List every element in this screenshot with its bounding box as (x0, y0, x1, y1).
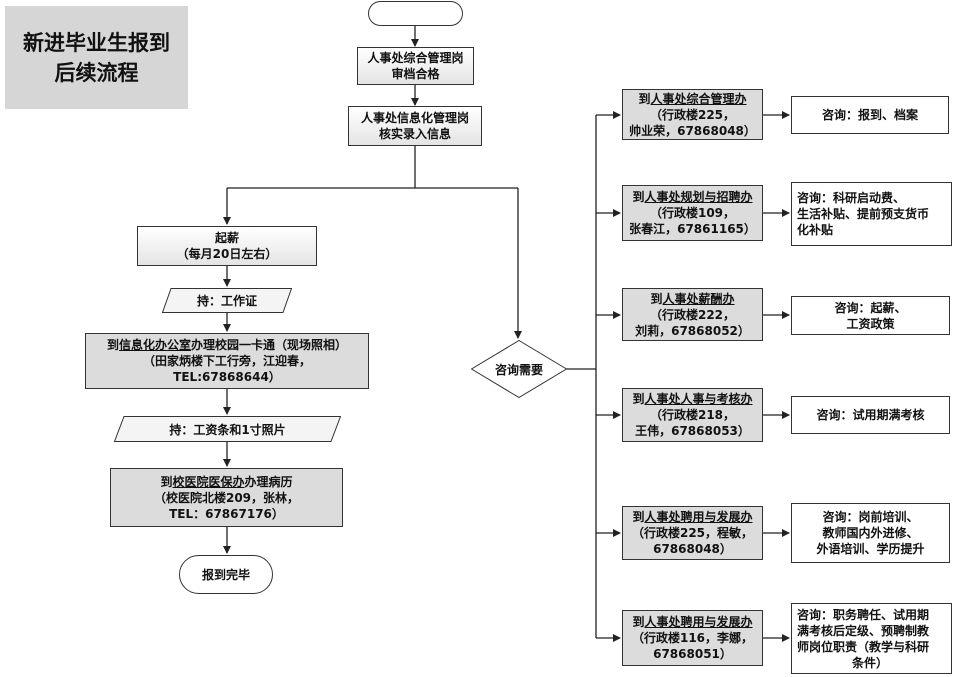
office-employment-development-a: 到人事处聘用与发展办 （行政楼225，程敏， 67868048） (622, 506, 763, 560)
campus-card-line1: 到信息化办公室办理校园一卡通（现场照相） (107, 337, 347, 353)
consult-general-management: 咨询：报到、档案 (791, 96, 949, 134)
office-4-line1: 到人事处人事与考核办 (632, 391, 752, 407)
office-employment-development-b: 到人事处聘用与发展办 （行政楼116，李娜， 67868051） (622, 610, 763, 666)
office-5-line1: 到人事处聘用与发展办 (632, 509, 752, 525)
campus-card-suffix: 办理校园一卡通（现场照相） (191, 338, 348, 352)
office-1-name: 人事处综合管理办 (650, 91, 747, 106)
consult-2-line1: 咨询：科研启动费、 (797, 191, 906, 205)
step-info-entry-line1: 人事处信息化管理岗 (360, 111, 469, 125)
office-personnel-assessment: 到人事处人事与考核办 （行政楼218， 王伟，67868053） (622, 388, 763, 442)
medical-line1: 到校医院医保办办理病历 (160, 474, 292, 490)
campus-card-office: 信息化办公室 (118, 338, 191, 352)
office-4-prefix: 到 (632, 392, 645, 406)
step-medical-record: 到校医院医保办办理病历 （校医院北楼209，张林， TEL：67867176） (110, 468, 343, 527)
consult-6-line2: 满考核后定级、预聘制教 (797, 623, 930, 638)
step-campus-card: 到信息化办公室办理校园一卡通（现场照相） （田家炳楼下工行旁，江迎春， TEL:… (85, 333, 369, 389)
consult-6-line3: 师岗位职责（教学与科研 (797, 639, 930, 654)
office-salary: 到人事处薪酬办 （行政楼222， 刘莉，67868052） (622, 288, 763, 341)
medical-line2: （校医院北楼209，张林， (153, 490, 300, 505)
consult-1-line1: 咨询：报到、档案 (821, 108, 918, 122)
office-5-line2: （行政楼225，程敏， (631, 526, 754, 540)
step-salary-start: 起薪 （每月20日左右） (137, 226, 317, 266)
office-4-name: 人事处人事与考核办 (644, 392, 753, 406)
decision-label: 咨询需要 (494, 362, 543, 377)
parallelogram-shape (162, 288, 292, 313)
hold-payslip-photo: 持：工资条和1寸照片 (114, 416, 341, 442)
step-info-entry: 人事处信息化管理岗 核实录入信息 (348, 106, 482, 146)
office-6-prefix: 到 (632, 615, 645, 629)
office-4-line2: （行政楼218， (649, 408, 736, 422)
title-line-2: 后续流程 (54, 60, 139, 85)
consult-employment-development-a: 咨询：岗前培训、 教师国内外进修、 外语培训、学历提升 (791, 503, 950, 563)
office-6-line2: （行政楼116，李娜， (631, 631, 754, 645)
consult-2-line3: 化补贴 (797, 223, 834, 237)
page-title: 新进毕业生报到 后续流程 (5, 6, 188, 109)
consult-4-line1: 咨询：试用期满考核 (816, 408, 925, 422)
medical-office: 校医院医保办 (172, 474, 245, 489)
office-5-line3: 67868048） (653, 542, 732, 556)
office-6-name: 人事处聘用与发展办 (644, 615, 753, 629)
consult-5-line3: 外语培训、学历提升 (816, 542, 925, 556)
consult-salary: 咨询：起薪、 工资政策 (791, 296, 950, 335)
consult-personnel-assessment: 咨询：试用期满考核 (791, 396, 950, 434)
hold-work-id: 持：工作证 (162, 288, 292, 313)
decision-consult-needs: 咨询需要 (471, 340, 567, 398)
office-2-name: 人事处规划与招聘办 (644, 190, 753, 204)
step-archive-review-line2: 审档合格 (391, 67, 440, 81)
step-info-entry-line2: 核实录入信息 (378, 127, 451, 141)
office-3-prefix: 到 (650, 291, 663, 306)
consult-5-line1: 咨询：岗前培训、 (822, 510, 919, 524)
step-archive-review: 人事处综合管理岗 审档合格 (357, 47, 474, 85)
consult-3-line1: 咨询：起薪、 (834, 300, 907, 315)
diamond-shape (471, 340, 567, 398)
office-2-line1: 到人事处规划与招聘办 (632, 189, 752, 205)
title-line-1: 新进毕业生报到 (23, 30, 170, 55)
office-2-line3: 张春江，67861165） (629, 222, 756, 236)
consult-3-line2: 工资政策 (846, 316, 895, 331)
office-1-line3: 帅业荣，67868048） (629, 123, 756, 138)
medical-suffix: 办理病历 (244, 474, 293, 489)
office-6-line1: 到人事处聘用与发展办 (632, 614, 752, 630)
hold-work-id-label: 持：工作证 (196, 294, 257, 308)
consult-5-line2: 教师国内外进修、 (822, 526, 919, 540)
office-2-line2: （行政楼109， (649, 206, 736, 220)
start-node (368, 1, 463, 26)
office-6-line3: 67868051） (653, 647, 732, 661)
office-planning-recruitment: 到人事处规划与招聘办 （行政楼109， 张春江，67861165） (622, 185, 763, 241)
step-archive-review-line1: 人事处综合管理岗 (367, 51, 464, 65)
medical-prefix: 到 (160, 474, 173, 489)
salary-line1: 起薪 (214, 231, 239, 245)
consult-2-line2: 生活补贴、提前预支货币 (797, 207, 930, 221)
consult-planning-recruitment: 咨询：科研启动费、 生活补贴、提前预支货币 化补贴 (791, 182, 952, 246)
office-3-line1: 到人事处薪酬办 (650, 291, 734, 307)
medical-line3: TEL：67867176） (169, 506, 284, 521)
campus-card-line3: TEL:67868644） (173, 370, 281, 384)
office-1-line2: （行政楼225， (649, 107, 736, 122)
office-2-prefix: 到 (632, 190, 645, 204)
office-4-line3: 王伟，67868053） (635, 424, 750, 438)
office-5-name: 人事处聘用与发展办 (644, 510, 753, 524)
hold-payslip-photo-label: 持：工资条和1寸照片 (169, 422, 286, 437)
end-node: 报到完毕 (179, 555, 273, 594)
office-3-line3: 刘莉，67868052） (635, 323, 750, 338)
campus-card-line2: （田家炳楼下工行旁，江迎春， (142, 354, 311, 368)
office-1-prefix: 到 (638, 91, 651, 106)
office-1-line1: 到人事处综合管理办 (638, 91, 746, 107)
consult-employment-development-b: 咨询：职务聘任、试用期 满考核后定级、预聘制教 师岗位职责（教学与科研 条件） (791, 603, 952, 674)
parallelogram-shape (114, 416, 341, 442)
end-label: 报到完毕 (201, 567, 250, 582)
consult-6-line4: 条件） (852, 655, 889, 670)
campus-card-prefix: 到 (106, 338, 119, 352)
office-3-name: 人事处薪酬办 (662, 291, 735, 306)
office-general-management: 到人事处综合管理办 （行政楼225， 帅业荣，67868048） (622, 89, 763, 140)
office-5-prefix: 到 (632, 510, 645, 524)
consult-6-line1: 咨询：职务聘任、试用期 (797, 607, 930, 622)
office-3-line2: （行政楼222， (649, 307, 736, 322)
salary-line2: （每月20日左右） (176, 247, 278, 261)
